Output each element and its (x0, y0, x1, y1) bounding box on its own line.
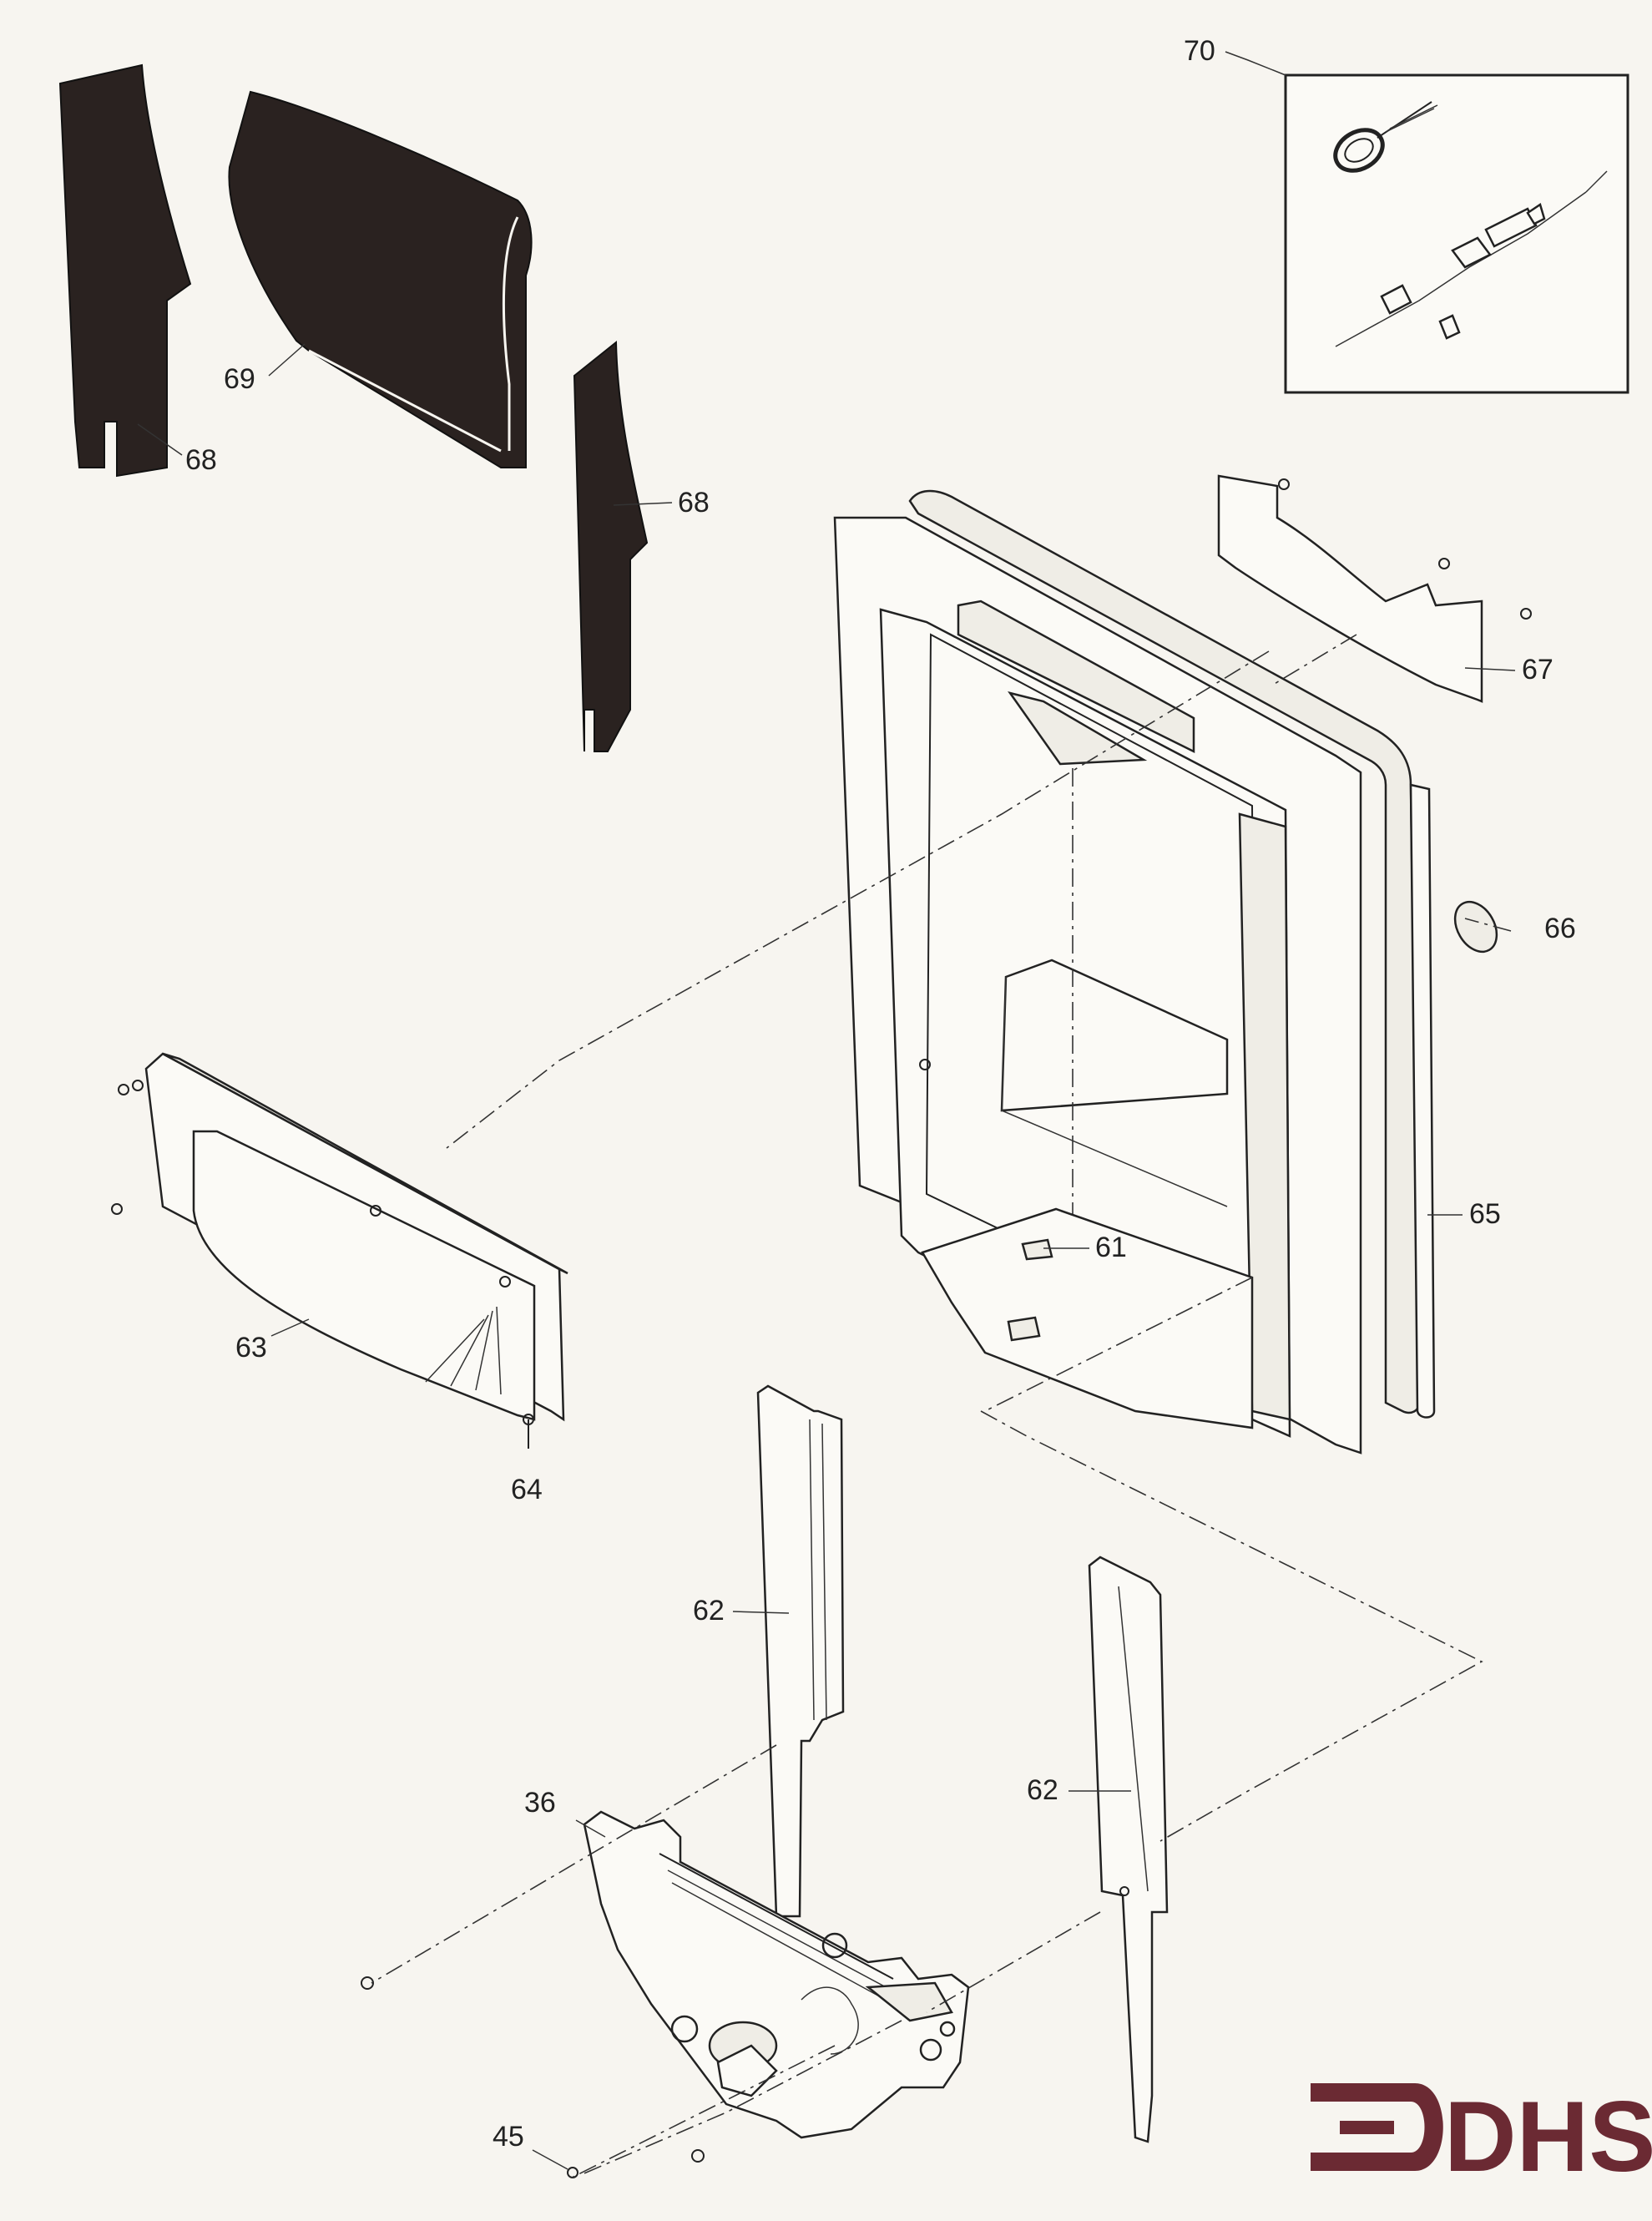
part-67-shield (1217, 474, 1532, 703)
callout-61: 61 (1095, 1232, 1127, 1263)
callout-64: 64 (511, 1474, 543, 1505)
callout-36: 36 (524, 1787, 556, 1819)
part-62-right-strip (1088, 1556, 1169, 2143)
part-68-right-liner (573, 340, 649, 752)
callout-62-right: 62 (1027, 1774, 1058, 1806)
part-70-inset-box (1284, 73, 1629, 394)
callout-65: 65 (1469, 1198, 1501, 1230)
part-64-screw (523, 1414, 534, 1449)
part-63-burner-box (111, 1052, 568, 1422)
callout-68-left: 68 (185, 444, 217, 476)
part-62-left-strip (756, 1384, 845, 1918)
callout-69: 69 (224, 363, 255, 395)
callout-66: 66 (1544, 913, 1576, 944)
callout-45: 45 (493, 2121, 524, 2153)
part-66-washer (1453, 900, 1498, 954)
callout-68-right: 68 (678, 487, 710, 519)
dhs-logo: DHS (1311, 2081, 1652, 2193)
callout-63: 63 (235, 1332, 267, 1363)
callout-67: 67 (1522, 654, 1553, 686)
callouts: 70 69 68 68 67 66 65 63 61 64 62 62 36 (137, 35, 1576, 2170)
dhs-logo-text: DHS (1444, 2081, 1652, 2193)
callout-70: 70 (1184, 35, 1215, 67)
assembly-dashed-lines (371, 634, 1512, 2178)
part-68-left-liner (58, 63, 192, 478)
part-36-burner-assembly (583, 1810, 970, 2139)
main-frame-assembly (833, 489, 1436, 1455)
callout-62-left: 62 (693, 1595, 725, 1627)
dhs-logo-mark (1311, 2083, 1443, 2171)
part-69-back-panel (228, 90, 533, 468)
